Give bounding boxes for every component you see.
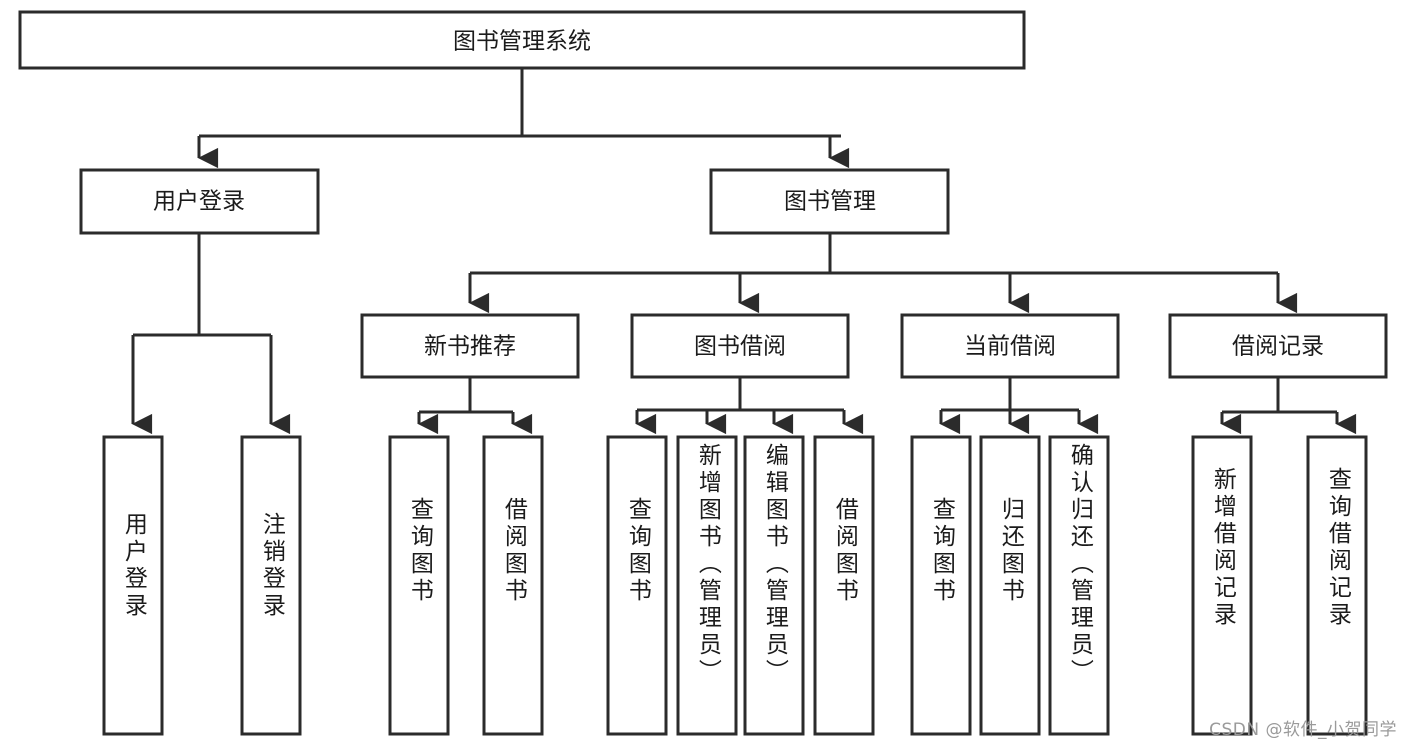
leaf-box-new-book-2[interactable]	[482, 435, 544, 736]
node-root-label: 图书管理系统	[453, 29, 591, 55]
leaf-box-current-borrow-2[interactable]	[979, 435, 1041, 736]
leaf-box-book-borrow-2[interactable]	[676, 435, 738, 736]
node-book-borrow-label: 图书借阅	[694, 334, 786, 360]
node-new-book-recommend[interactable]: 新书推荐	[360, 313, 580, 379]
node-user-login-box	[79, 168, 320, 235]
node-root-box	[18, 10, 1026, 70]
leaf-box-new-book-1[interactable]	[388, 435, 450, 736]
node-borrow-record-label: 借阅记录	[1232, 334, 1324, 360]
leaf-box-user-login-2[interactable]	[240, 435, 302, 736]
leaf-box-borrow-record-1[interactable]	[1191, 435, 1253, 736]
node-borrow-record-box	[1168, 313, 1388, 379]
node-current-borrow[interactable]: 当前借阅	[900, 313, 1120, 379]
node-book-borrow[interactable]: 图书借阅	[630, 313, 850, 379]
node-current-borrow-box	[900, 313, 1120, 379]
node-new-book-recommend-label: 新书推荐	[424, 334, 516, 360]
leaf-box-current-borrow-3[interactable]	[1048, 435, 1110, 736]
node-new-book-recommend-box	[360, 313, 580, 379]
node-user-login-label: 用户登录	[153, 189, 245, 215]
leaf-box-book-borrow-4[interactable]	[813, 435, 875, 736]
node-book-manage-box	[709, 168, 950, 235]
leaf-box-current-borrow-1[interactable]	[910, 435, 972, 736]
node-user-login[interactable]: 用户登录	[79, 168, 320, 235]
node-root[interactable]: 图书管理系统	[18, 10, 1026, 70]
leaf-box-book-borrow-1[interactable]	[606, 435, 668, 736]
leaf-box-borrow-record-2[interactable]	[1306, 435, 1368, 736]
node-current-borrow-label: 当前借阅	[964, 334, 1056, 360]
node-book-manage[interactable]: 图书管理	[709, 168, 950, 235]
csdn-watermark: CSDN @软件_小贺同学	[1209, 720, 1397, 740]
node-borrow-record[interactable]: 借阅记录	[1168, 313, 1388, 379]
leaf-box-user-login-1[interactable]	[102, 435, 164, 736]
leaf-box-book-borrow-3[interactable]	[743, 435, 805, 736]
node-book-borrow-box	[630, 313, 850, 379]
node-book-manage-label: 图书管理	[784, 189, 876, 215]
